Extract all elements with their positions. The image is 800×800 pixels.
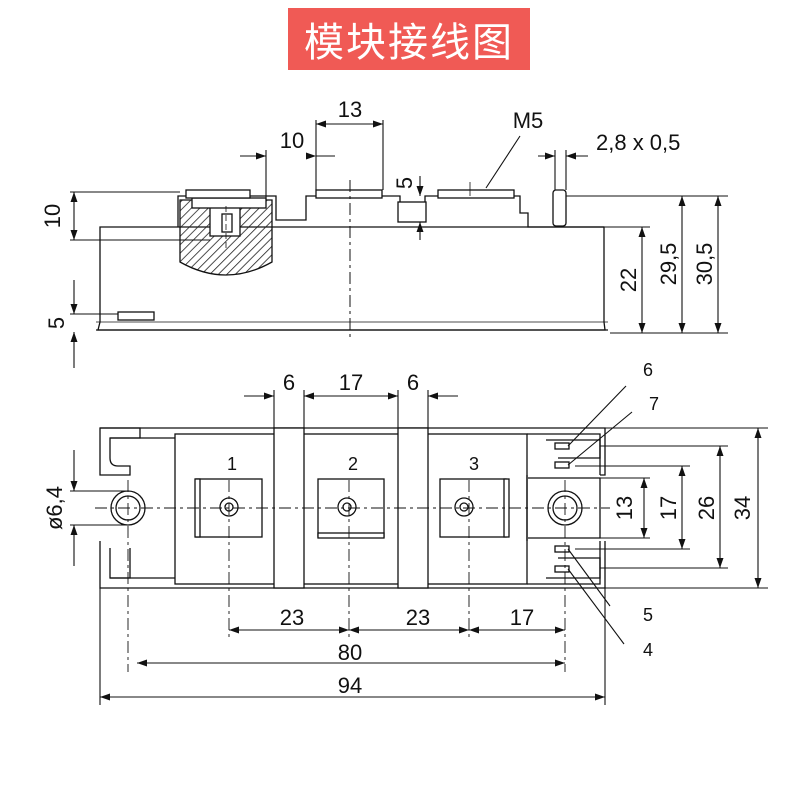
pin-4 [554,565,570,573]
dim-tab-size: 2,8 x 0,5 [596,130,680,155]
dim-17-v: 17 [656,496,681,520]
dim-m5: M5 [513,108,544,133]
dim-hole-dia: ø6,4 [42,486,67,530]
dim-23-b: 23 [406,605,430,630]
dim-17-mid: 17 [339,370,363,395]
terminal-label-3: 3 [469,454,479,474]
pin-label-6: 6 [643,360,653,380]
side-body-outline [97,226,606,331]
terminal-tab-right [437,189,515,199]
side-view [96,180,608,340]
pin-label-4: 4 [643,640,653,660]
dim-80: 80 [338,640,362,665]
pin-label-7: 7 [649,394,659,414]
dim-10-left: 10 [40,204,65,228]
dim-10-offset: 10 [280,128,304,153]
terminal-label-2: 2 [348,454,358,474]
dim-23-a: 23 [280,605,304,630]
top-view [95,427,610,672]
side-pin [552,189,567,227]
terminal-labels: 1 2 3 6 7 5 4 [227,360,659,660]
dim-6-right: 6 [407,370,419,395]
dim-13-top: 13 [338,97,362,122]
top-dimension-labels: 6 17 6 ø6,4 23 23 17 80 94 13 17 26 34 [42,370,755,698]
dim-94: 94 [338,673,362,698]
pin-label-5: 5 [643,605,653,625]
dim-30-5: 30,5 [692,243,717,286]
terminal-tab-left [185,189,251,199]
side-dimension-labels: 13 10 M5 2,8 x 0,5 5 10 5 22 29,5 30,5 [40,97,717,329]
terminal-tab-center [315,189,383,199]
dim-34-v: 34 [730,496,755,520]
pin-6 [554,442,570,450]
dim-22: 22 [616,268,641,292]
dim-5-left: 5 [44,317,69,329]
dim-13-v: 13 [612,496,637,520]
pin-7 [554,461,570,469]
terminal-label-1: 1 [227,454,237,474]
dim-26-v: 26 [694,496,719,520]
dim-17-c: 17 [510,605,534,630]
dim-6-left: 6 [283,370,295,395]
diagram-title: 模块接线图 [288,8,530,70]
side-dimensions [70,120,728,368]
top-dimensions [70,385,768,705]
base-plate-outline [99,427,141,476]
dim-5-terminal: 5 [392,177,417,189]
pin-5 [554,545,570,553]
dim-29-5: 29,5 [656,243,681,286]
terminal-2 [317,478,385,539]
